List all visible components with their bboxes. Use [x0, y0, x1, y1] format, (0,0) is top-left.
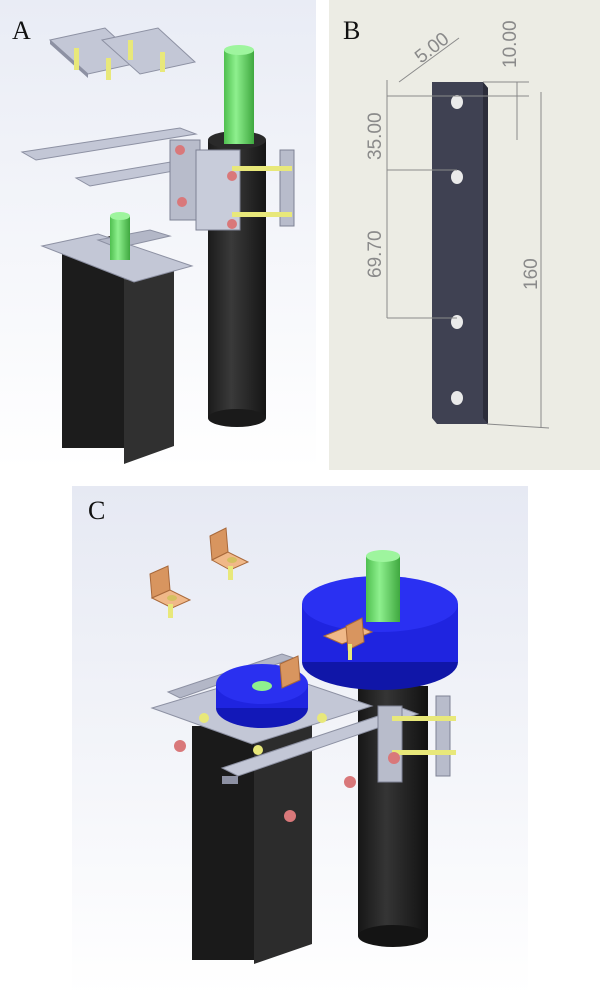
drawn-plate [432, 82, 488, 424]
green-shaft-small [110, 216, 130, 260]
panel-a: A [0, 0, 316, 470]
dim-top-offset: 10.00 [500, 20, 521, 68]
dim-overall-length: 160 [521, 258, 542, 290]
small-blue-disc [216, 655, 308, 728]
hole-2 [451, 170, 463, 184]
green-shaft [224, 50, 254, 144]
dim-first-spacing: 35.00 [365, 112, 386, 160]
panel-c-drawing [72, 486, 528, 996]
large-blue-disc [302, 550, 458, 690]
hole-3 [451, 315, 463, 329]
dim-second-spacing: 69.70 [365, 230, 386, 278]
loose-brackets [149, 527, 250, 618]
hole-4 [451, 391, 463, 405]
panel-b: 5.00 10.00 35.00 69.70 160 B [329, 0, 600, 470]
panel-label-c: C [88, 496, 106, 525]
green-shaft-c [366, 556, 400, 622]
hole-1 [451, 95, 463, 109]
panel-label-b: B [343, 16, 361, 45]
clamp-assembly [169, 139, 295, 231]
nut [174, 740, 186, 752]
panel-label-a: A [12, 16, 31, 45]
square-column [40, 212, 194, 464]
dimension-lines [386, 37, 550, 429]
panel-a-drawing [0, 0, 316, 470]
panel-b-drawing: 5.00 10.00 35.00 69.70 160 [329, 0, 600, 470]
loose-plates [48, 27, 197, 80]
panel-c: C [72, 486, 528, 996]
